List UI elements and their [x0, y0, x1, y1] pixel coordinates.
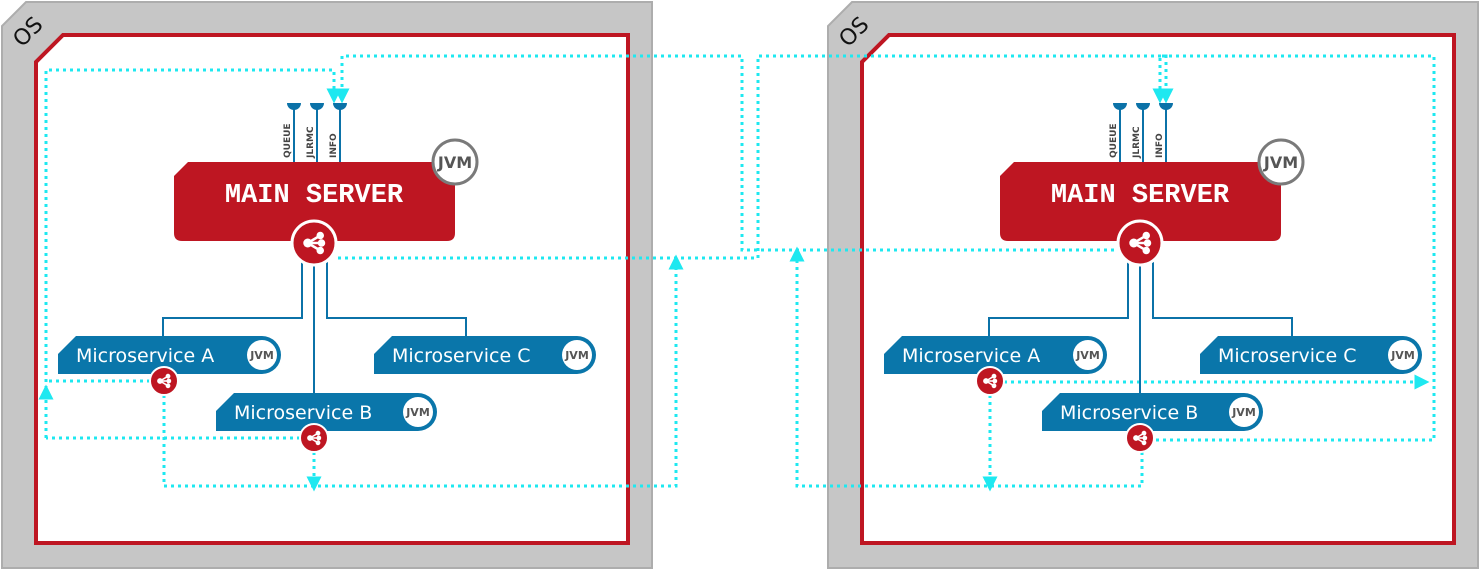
node-2-content: QUEUE JLRMC INFO MAIN SERVER JVM — [884, 103, 1422, 453]
microservice-name: Microservice B — [1060, 402, 1198, 424]
endpoint-label: JLRMC — [1132, 126, 1142, 159]
jvm-badge: JVM — [1229, 397, 1259, 427]
jvm-badge: JVM — [1257, 138, 1305, 186]
endpoint-label: QUEUE — [1109, 123, 1119, 158]
share-icon[interactable] — [290, 219, 338, 267]
microservice-b[interactable]: Microservice B JVM — [1042, 393, 1263, 453]
flow-left-main-to-right-info — [338, 54, 1174, 260]
main-server-title: MAIN SERVER — [225, 181, 404, 211]
share-icon[interactable] — [1116, 219, 1164, 267]
microservice-name: Microservice B — [234, 402, 372, 424]
jvm-badge: JVM — [562, 340, 592, 370]
share-icon[interactable] — [149, 366, 179, 396]
jvm-label: JVM — [405, 406, 430, 419]
main-server-title: MAIN SERVER — [1051, 181, 1230, 211]
microservice-name: Microservice A — [902, 345, 1040, 367]
endpoint-label: INFO — [329, 133, 339, 158]
jvm-badge: JVM — [403, 397, 433, 427]
microservice-a[interactable]: Microservice A JVM — [884, 336, 1107, 396]
endpoint-jlrmc[interactable]: JLRMC — [306, 103, 324, 162]
endpoint-queue[interactable]: QUEUE — [283, 103, 301, 162]
microservice-b[interactable]: Microservice B JVM — [216, 393, 437, 453]
microservice-a[interactable]: Microservice A JVM — [58, 336, 281, 396]
endpoint-info[interactable]: INFO — [329, 103, 347, 162]
main-server[interactable]: MAIN SERVER JVM — [1000, 138, 1305, 267]
endpoint-label: JLRMC — [306, 126, 316, 159]
jvm-label: JVM — [1231, 406, 1256, 419]
jvm-label: JVM — [1075, 349, 1100, 362]
endpoint-jlrmc[interactable]: JLRMC — [1132, 103, 1150, 162]
jvm-badge: JVM — [247, 340, 277, 370]
share-icon[interactable] — [299, 423, 329, 453]
microservice-name: Microservice C — [392, 345, 531, 367]
jvm-label: JVM — [249, 349, 274, 362]
share-icon[interactable] — [1125, 423, 1155, 453]
host-container — [34, 33, 630, 545]
main-server-endpoints: QUEUE JLRMC INFO — [1109, 103, 1173, 162]
microservice-name: Microservice C — [1218, 345, 1357, 367]
jvm-badge: JVM — [1388, 340, 1418, 370]
flow-left-outer-to-info — [44, 68, 342, 438]
microservice-name: Microservice A — [76, 345, 214, 367]
microservice-c[interactable]: Microservice C JVM — [1200, 336, 1422, 374]
host-container — [860, 33, 1456, 545]
jvm-label: JVM — [1263, 153, 1298, 172]
share-icon[interactable] — [975, 366, 1005, 396]
endpoint-info[interactable]: INFO — [1155, 103, 1173, 162]
jvm-badge: JVM — [1073, 340, 1103, 370]
node-1-content: QUEUE JLRMC INFO MAIN SERVER — [58, 103, 596, 453]
endpoint-label: INFO — [1155, 133, 1165, 158]
jvm-badge: JVM — [431, 138, 479, 186]
service-connectors — [988, 262, 1293, 393]
main-server[interactable]: MAIN SERVER JVM — [174, 138, 479, 267]
flow-left-msA-down — [162, 254, 684, 488]
microservice-c[interactable]: Microservice C JVM — [374, 336, 596, 374]
endpoint-queue[interactable]: QUEUE — [1109, 103, 1127, 162]
endpoint-label: QUEUE — [283, 123, 293, 158]
service-connectors — [162, 262, 467, 393]
flow-right-main-to-left-info — [334, 54, 1114, 252]
flow-right-bottom-bus — [789, 246, 1144, 488]
message-flows — [38, 54, 1436, 492]
jvm-label: JVM — [564, 349, 589, 362]
jvm-label: JVM — [1390, 349, 1415, 362]
jvm-label: JVM — [437, 153, 472, 172]
main-server-endpoints: QUEUE JLRMC INFO — [283, 103, 347, 162]
